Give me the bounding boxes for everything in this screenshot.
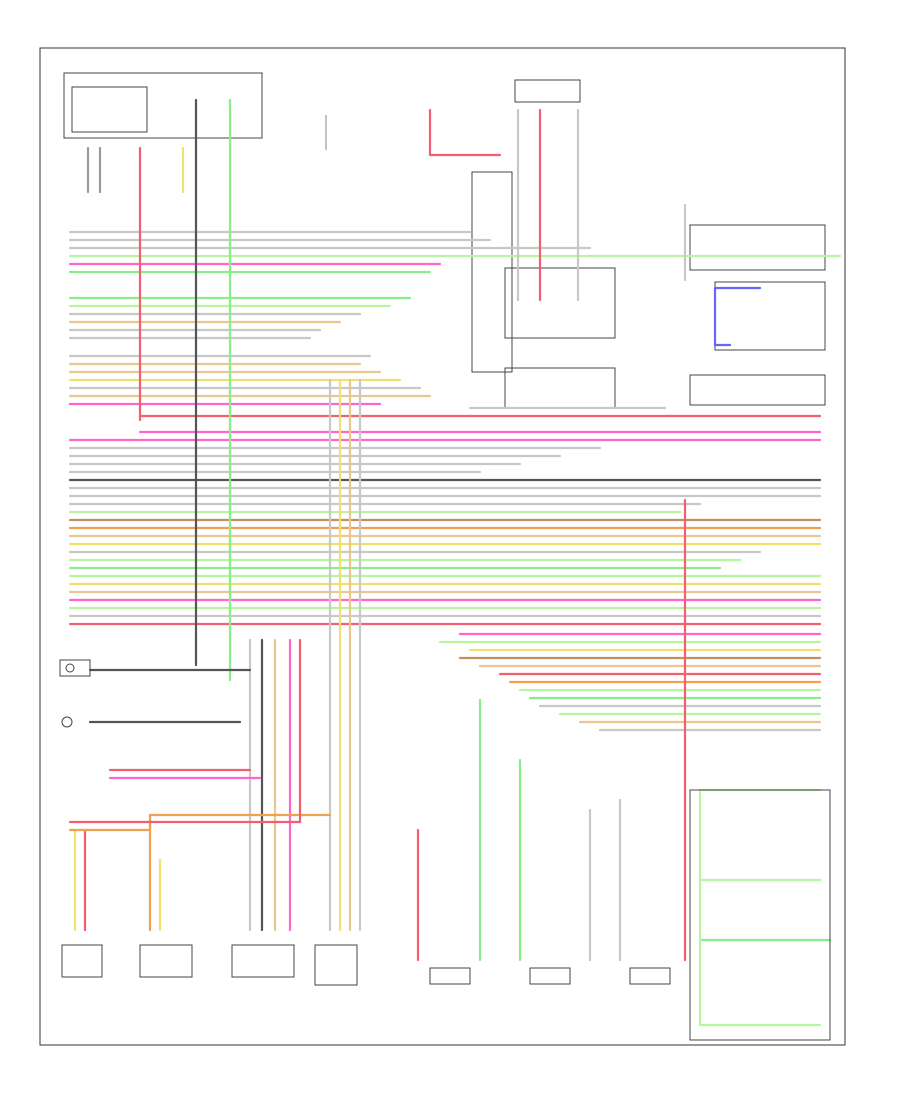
relay-box-mid-left	[471, 171, 513, 373]
bottom-connector-1	[61, 944, 103, 978]
fuel-pump-relay-box	[504, 367, 616, 409]
wire-verticals	[68, 98, 832, 1027]
bottom-connector-7	[629, 967, 671, 985]
switch-box-right	[689, 224, 826, 271]
knock-sensor-2-icon	[61, 716, 73, 728]
wire-bundle-mid	[68, 296, 822, 442]
switch-box-right-3	[689, 374, 826, 406]
relay-box-top	[514, 79, 581, 103]
relay-box-mid-right	[504, 267, 616, 339]
bottom-connector-3	[231, 944, 295, 978]
diagram-frame	[39, 47, 846, 1046]
switch-box-right-2	[714, 281, 826, 351]
bottom-connector-2	[139, 944, 193, 978]
wire-bundle-upper	[68, 230, 842, 274]
red-bus	[68, 638, 302, 824]
bottom-connector-5	[429, 967, 471, 985]
wire-bundle-lower	[68, 446, 822, 732]
left-sensors	[59, 659, 91, 728]
knock-sensor-1	[59, 659, 91, 677]
bottom-connectors	[61, 789, 831, 1041]
knock-sensor-1-icon	[65, 663, 75, 673]
bottom-right-module	[689, 789, 831, 1041]
bottom-connector-4	[314, 944, 358, 986]
bottom-connector-6	[529, 967, 571, 985]
fuse-box-top-left	[63, 72, 263, 139]
fuse-box-inner	[71, 86, 148, 133]
blue-loop	[713, 286, 732, 347]
